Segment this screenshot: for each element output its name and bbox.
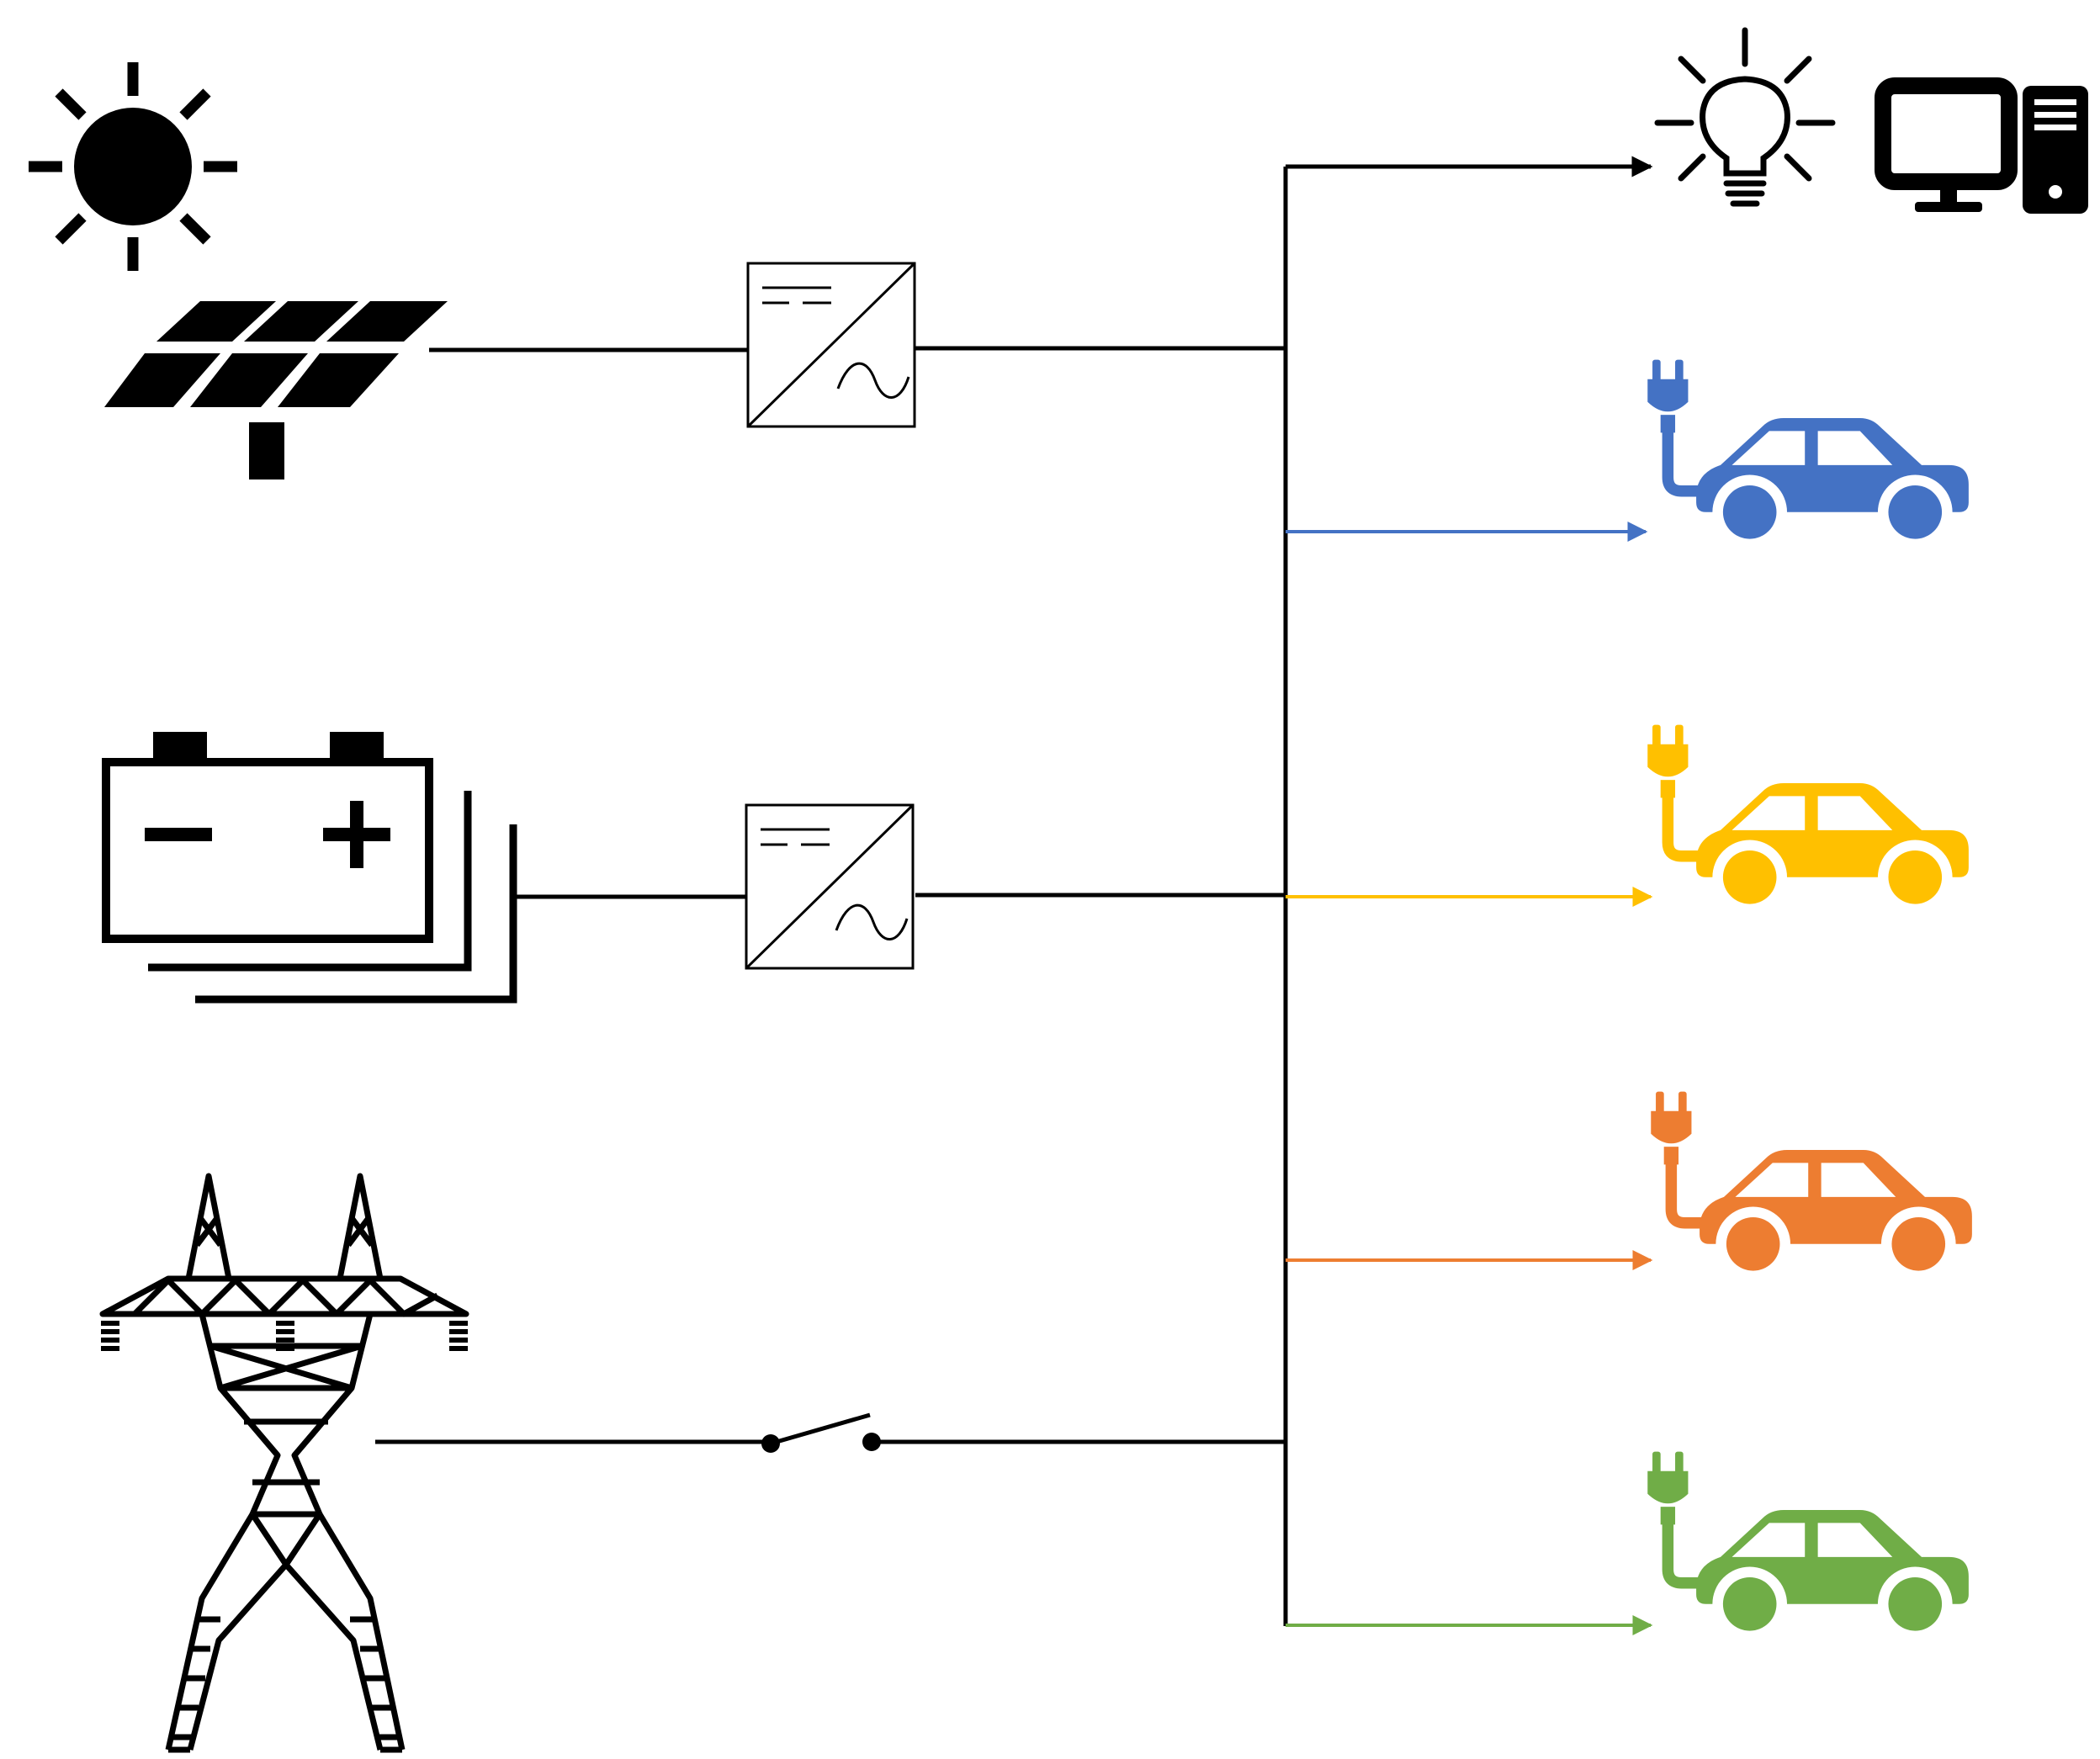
sun-icon bbox=[29, 62, 237, 271]
pv-feeder-line bbox=[429, 346, 1286, 352]
desktop-computer-icon bbox=[1875, 77, 2088, 214]
battery-inverter-icon bbox=[745, 803, 915, 970]
electric-car-orange-icon bbox=[1651, 1092, 1972, 1281]
electric-car-green-icon bbox=[1647, 1452, 1969, 1641]
electric-car-yellow-icon bbox=[1647, 725, 1969, 914]
open-switch-icon bbox=[703, 1412, 942, 1453]
solar-panel-icon bbox=[104, 301, 448, 479]
electric-car-blue-icon bbox=[1647, 360, 1969, 549]
pv-inverter-icon bbox=[746, 262, 916, 428]
battery-feeder-line bbox=[515, 893, 1286, 899]
battery-stack-icon bbox=[102, 732, 517, 1004]
light-bulb-icon bbox=[1654, 27, 1836, 207]
transmission-tower-icon bbox=[99, 1173, 469, 1753]
